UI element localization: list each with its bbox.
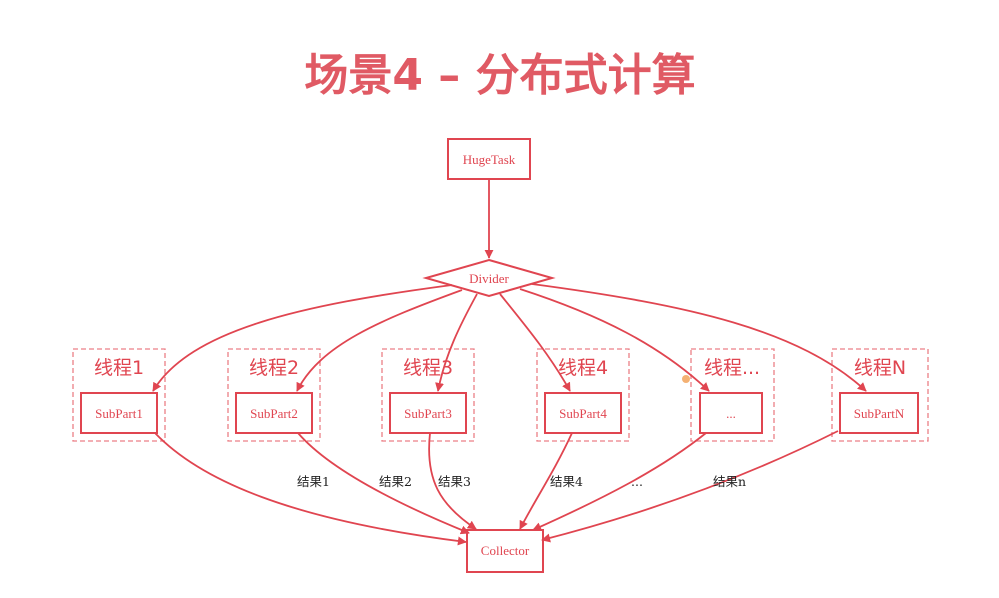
thread-group-n: 线程N SubPartN [831,348,929,442]
subpart-ellipsis-to-collector-arrow [532,432,707,531]
thread-group-label: 线程... [704,357,760,379]
thread-group-label: 线程4 [558,357,608,379]
collector-label: Collector [481,543,530,558]
subpart-node [839,392,919,434]
divider-to-subpart2-arrow [296,289,463,392]
thread-group-label: 线程N [854,357,906,379]
hugetask-label: HugeTask [463,152,516,167]
divider-to-subpart4-arrow [499,293,571,392]
subpart3-to-collector-arrow [428,432,477,530]
divider-to-subpartn-arrow [531,283,867,392]
divider-node: Divider [422,258,556,298]
result-label-1: 结果1 [297,474,330,489]
result-label-ellipsis: ... [631,474,643,489]
subpart-node [389,392,467,434]
subpart-node [235,392,313,434]
divider-to-subpart-ellipsis-arrow [519,288,710,392]
subpart-node [699,392,763,434]
thread-group-2: 线程2 SubPart2 [227,348,321,442]
thread-group-3: 线程3 SubPart3 [381,348,475,442]
subpart-label: SubPart2 [250,406,298,421]
result-label-3: 结果3 [438,474,471,489]
subpart2-to-collector-arrow [297,432,470,535]
pointer-dot [682,375,690,383]
result-label-n: 结果n [713,474,746,489]
thread-group-1: 线程1 SubPart1 [72,348,166,442]
subpart1-to-collector-arrow [154,432,467,546]
hugetask-node: HugeTask [447,138,531,180]
divider-label: Divider [469,271,509,286]
subpart-label: SubPartN [854,406,905,421]
subpart-label: SubPart1 [95,406,143,421]
collector-node: Collector [466,529,544,573]
subpart-label: SubPart3 [404,406,452,421]
thread-group-label: 线程2 [249,357,299,379]
thread-group-label: 线程3 [403,357,453,379]
result-label-4: 结果4 [550,474,583,489]
subpart4-to-collector-arrow [519,432,573,530]
subpartn-to-collector-arrow [541,430,839,543]
subpart-label: SubPart4 [559,406,607,421]
thread-group-label: 线程1 [94,357,144,379]
thread-group-ellipsis: 线程... ... [690,348,775,442]
divider-to-subpart3-arrow [435,293,478,392]
thread-group-4: 线程4 SubPart4 [536,348,630,442]
divider-to-subpart1-arrow [152,284,453,392]
result-label-2: 结果2 [379,474,412,489]
subpart-node [544,392,622,434]
subpart-label: ... [726,406,736,421]
page-title: 场景4 – 分布式计算 [304,50,695,101]
subpart-node [80,392,158,434]
